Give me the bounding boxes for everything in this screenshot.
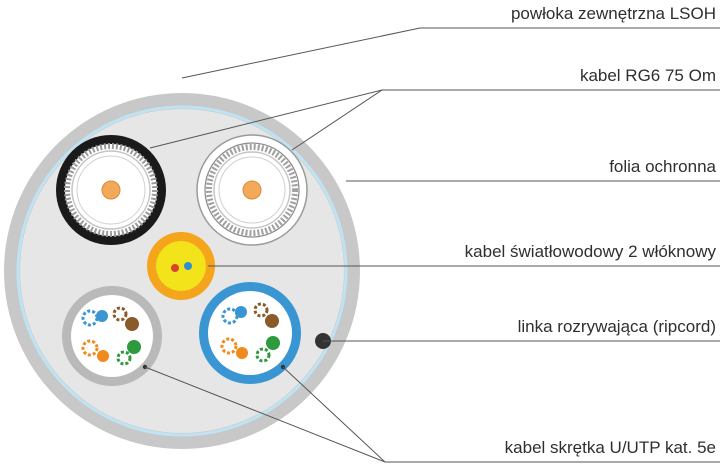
utp-gray-pair-blue [81,309,108,327]
utp-gray-pair-green [116,340,141,366]
leader-lines [144,27,720,463]
coax-cable-white [196,134,308,246]
label-ripcord: linka rozrywająca (ripcord) [518,317,716,336]
protective-foil [16,105,348,437]
utp-cable-blue [199,282,301,384]
label-foil: folia ochronna [609,157,716,176]
utp-gray-pair-brown [112,306,139,331]
utp-gray-pair-orange [81,339,109,362]
fiber-optic-cable [147,232,215,300]
label-coax: kabel RG6 75 Om [580,66,716,85]
utp-blue-pair-orange [220,337,248,359]
leader-coax-2 [291,89,383,151]
coax-cable-black [56,135,166,245]
utp-cable-gray [62,286,162,386]
fiber-2 [184,262,192,270]
leader-outer-sheath [181,27,720,79]
label-twisted-pair: kabel skrętka U/UTP kat. 5e [505,438,716,457]
leader-utp-2 [282,366,386,463]
utp-blue-pair-brown [253,302,279,328]
label-fiber: kabel światłowodowy 2 włóknowy [465,242,717,261]
fiber-1 [171,264,179,272]
utp-blue-pair-blue [221,306,247,325]
label-outer-sheath: powłoka zewnętrzna LSOH [511,4,716,23]
utp-blue-pair-green [255,336,280,363]
